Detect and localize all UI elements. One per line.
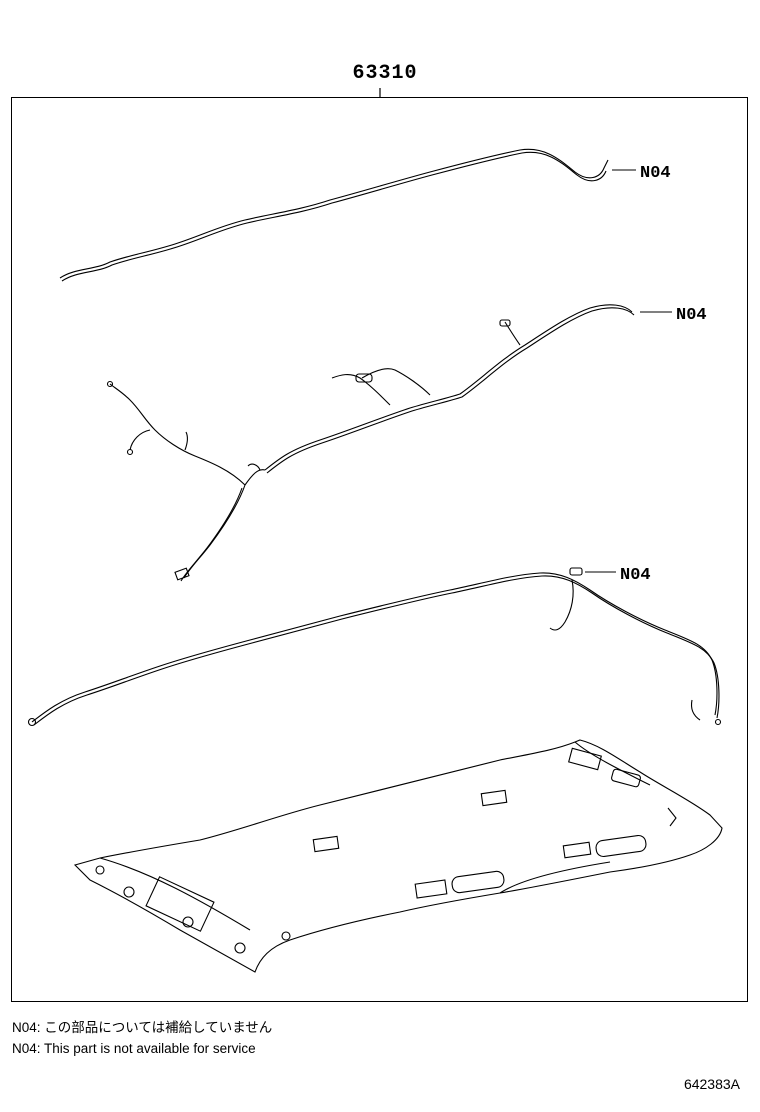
headliner-panel <box>73 739 723 973</box>
wire-harness-3 <box>27 567 722 727</box>
callout-n04-1: N04 <box>640 164 671 183</box>
footnote-text: この部品については補給していません <box>44 1020 273 1035</box>
part-number-label: 63310 <box>352 62 418 85</box>
diagram-frame <box>11 97 748 1002</box>
footnote-text: This part is not available for service <box>44 1041 256 1056</box>
footnote-code: N04: <box>12 1020 41 1035</box>
callout-n04-2: N04 <box>676 306 707 325</box>
footnote-english: N04: This part is not available for serv… <box>12 1038 272 1059</box>
footnote-code: N04: <box>12 1041 41 1056</box>
wire-harness-2 <box>106 304 672 582</box>
footnotes: N04: この部品については補給していません N04: This part is… <box>12 1017 272 1059</box>
diagram-reference-code: 642383A <box>683 1076 740 1092</box>
footnote-japanese: N04: この部品については補給していません <box>12 1017 272 1038</box>
wire-harness-1 <box>59 148 636 282</box>
callout-n04-3: N04 <box>620 566 651 585</box>
